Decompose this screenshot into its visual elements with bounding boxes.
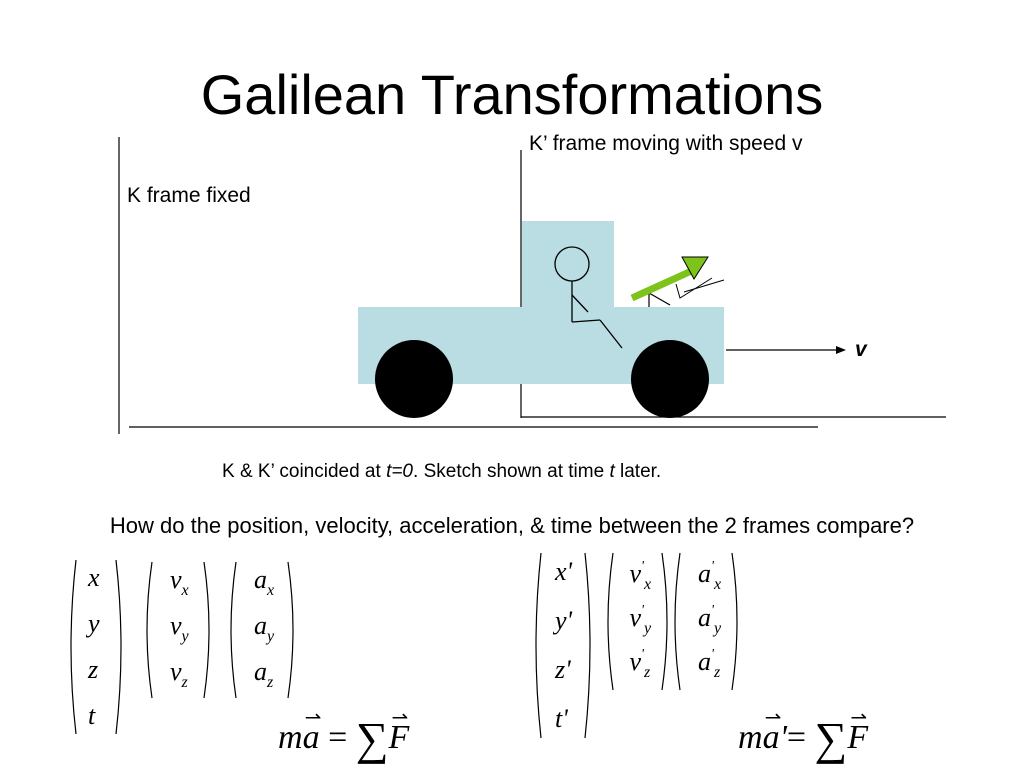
k-velocity-vector-entry: vy — [170, 611, 190, 645]
slide-title: Galilean Transformations — [200, 63, 824, 126]
launcher — [630, 256, 725, 307]
k-position-vector-entry: t — [88, 701, 96, 730]
kprime-velocity-vector-right-paren — [661, 552, 668, 691]
kprime-acceleration-vector-entry: a'y — [698, 603, 722, 637]
k-acceleration-vector-entry: ay — [254, 611, 275, 645]
kprime-frame-label: K’ frame moving with speed v — [529, 132, 803, 155]
stick-figure — [554, 246, 623, 349]
k-position-vector-entry: z — [87, 655, 98, 684]
k-velocity-vector-entry: vx — [170, 565, 189, 599]
kprime-acceleration-vector-left-paren — [674, 552, 681, 691]
k-position-vector-entry: x — [87, 563, 100, 592]
velocity-arrowhead — [836, 346, 846, 354]
k-velocity-vector-left-paren — [146, 561, 153, 699]
kprime-velocity-vector-entry: v'x — [630, 559, 652, 593]
kprime-acceleration-vector-entry: a'z — [698, 647, 721, 681]
kprime-position-vector-left-paren — [535, 552, 542, 739]
k-acceleration-vector-left-paren — [230, 561, 237, 699]
kprime-position-vector-entry: x' — [554, 557, 573, 586]
kprime-position-vector-entry: y' — [552, 606, 573, 635]
front-wheel — [631, 340, 709, 418]
k-acceleration-vector-entry: az — [254, 657, 274, 691]
truck — [358, 221, 724, 418]
velocity-label: v — [855, 338, 867, 361]
rear-wheel — [375, 340, 453, 418]
k-velocity-vector-right-paren — [203, 561, 210, 699]
ball-marker — [681, 256, 709, 280]
k-position-vector-right-paren — [115, 559, 122, 735]
kprime-position-vector-entry: t' — [555, 704, 568, 733]
k-position-vector-entry: y — [85, 609, 100, 638]
k-position-vector-left-paren — [70, 559, 77, 735]
k-acceleration-vector-right-paren — [287, 561, 294, 699]
k-frame-label: K frame fixed — [127, 184, 251, 207]
kprime-acceleration-vector-entry: a'x — [698, 559, 721, 593]
k-velocity-vector-entry: vz — [170, 657, 189, 691]
kprime-acceleration-vector-right-paren — [731, 552, 738, 691]
caption: K & K’ coincided at t=0. Sketch shown at… — [222, 461, 662, 482]
kprime-velocity-vector-entry: v'y — [630, 603, 653, 637]
kprime-velocity-vector-entry: v'z — [630, 647, 652, 681]
equation-kprime: m⇀a'= ∑⇀F — [738, 707, 869, 764]
kprime-position-vector-right-paren — [584, 552, 591, 739]
kprime-position-vector-entry: z' — [554, 655, 571, 684]
question-text: How do the position, velocity, accelerat… — [109, 513, 915, 538]
k-acceleration-vector-entry: ax — [254, 565, 274, 599]
kprime-velocity-vector-left-paren — [607, 552, 614, 691]
equation-k: m⇀a = ∑⇀F — [278, 707, 410, 764]
